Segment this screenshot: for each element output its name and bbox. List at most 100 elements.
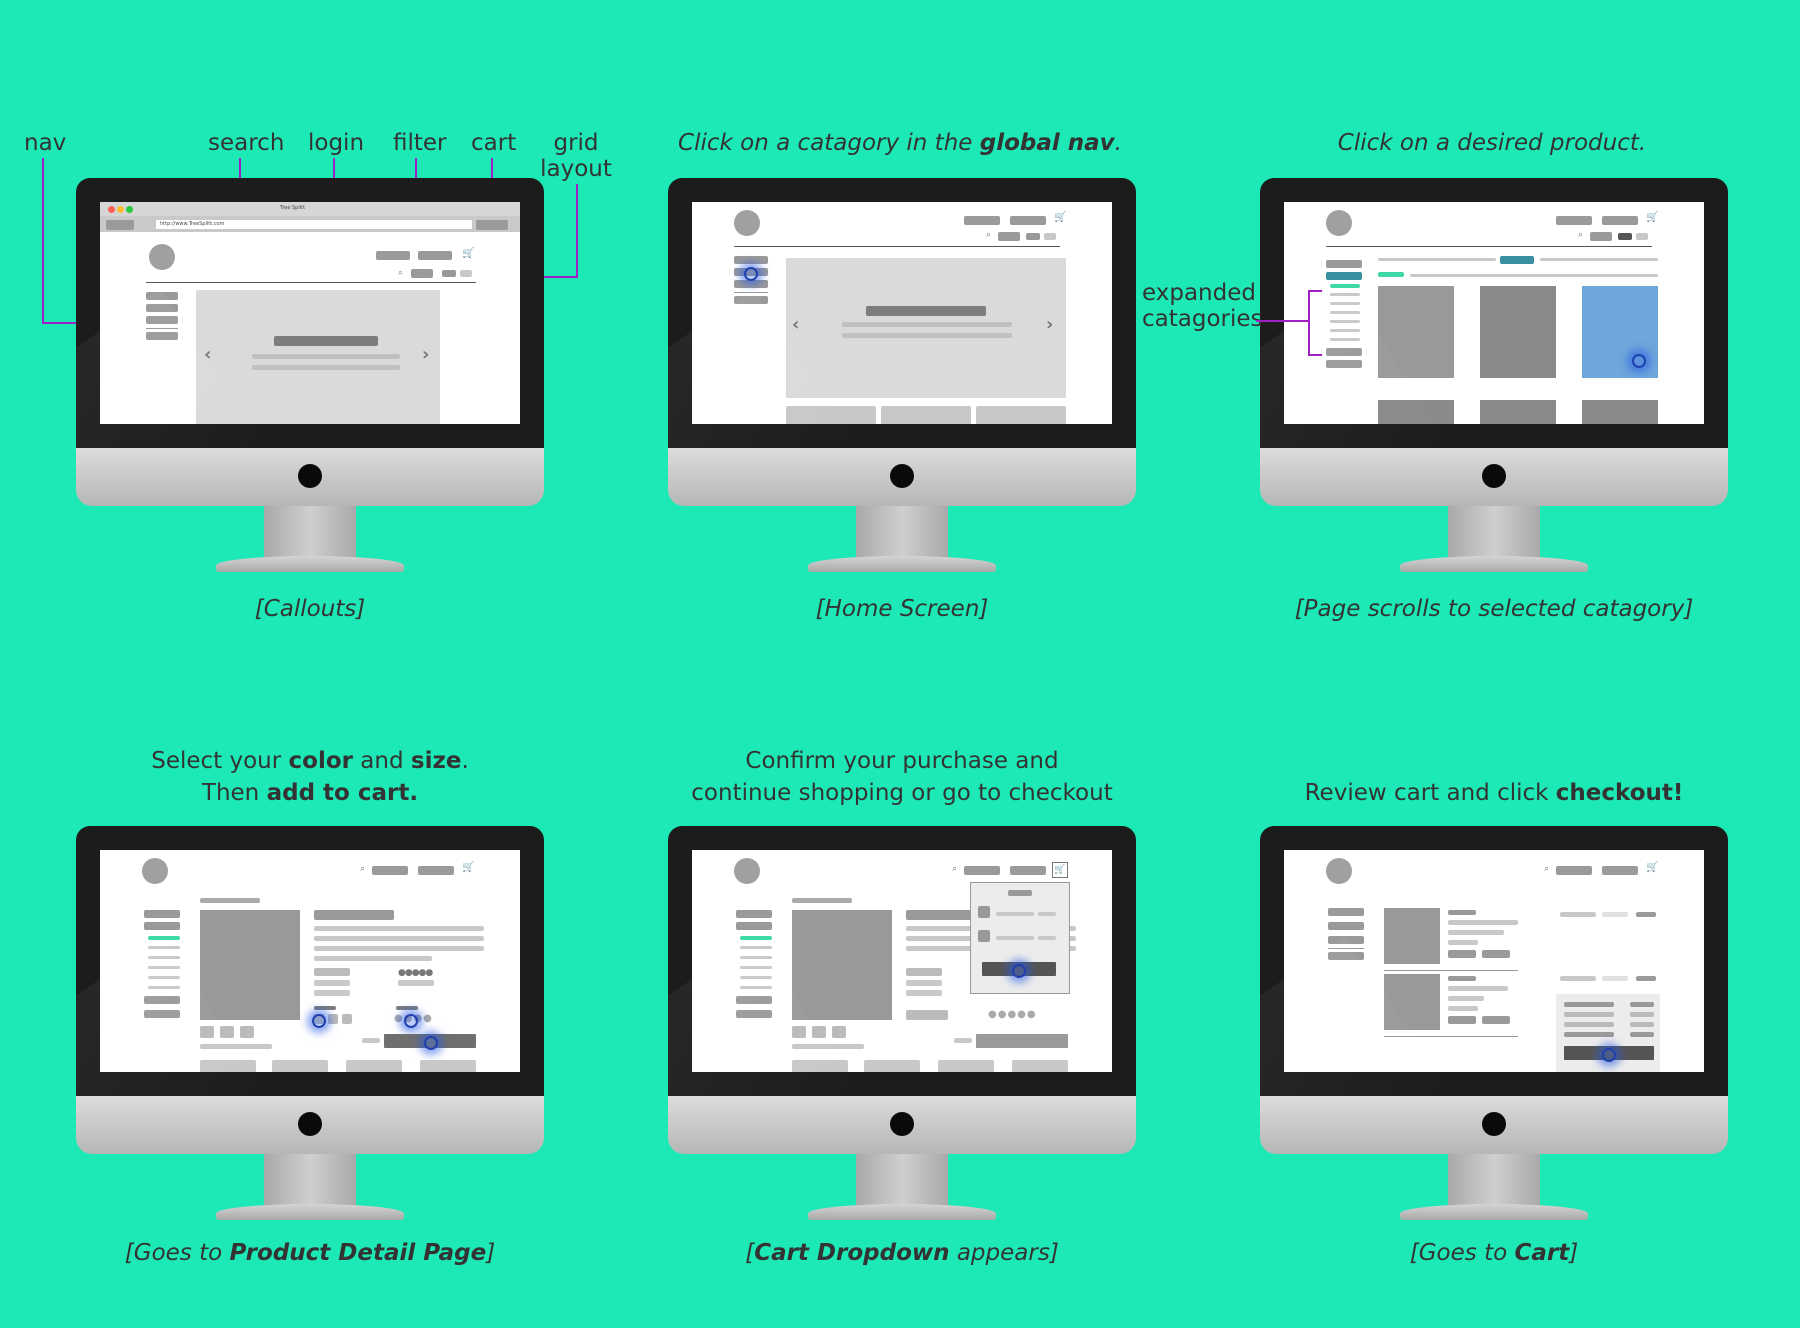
filter-button[interactable] xyxy=(1590,232,1612,241)
chevron-left-icon[interactable]: ‹ xyxy=(204,344,212,365)
search-icon[interactable]: ⌕ xyxy=(952,864,958,874)
related-tile[interactable] xyxy=(200,1060,256,1072)
login-button[interactable] xyxy=(964,216,1000,225)
product-card[interactable] xyxy=(1378,400,1454,424)
search-icon[interactable]: ⌕ xyxy=(398,268,404,278)
nav-subitem[interactable] xyxy=(148,956,180,959)
product-tile[interactable] xyxy=(786,406,876,424)
cart-icon[interactable]: 🛒 xyxy=(462,248,475,259)
nav-subitem[interactable] xyxy=(740,976,772,979)
related-tile[interactable] xyxy=(792,1060,848,1072)
nav-item[interactable] xyxy=(144,996,180,1004)
hero-carousel[interactable] xyxy=(786,258,1066,398)
nav-subitem[interactable] xyxy=(148,966,180,969)
related-tile[interactable] xyxy=(346,1060,402,1072)
color-swatch[interactable] xyxy=(328,1014,338,1024)
nav-item[interactable] xyxy=(736,910,772,918)
size-options[interactable]: ●●●●● xyxy=(988,1009,1037,1020)
product-thumbnail[interactable] xyxy=(220,1026,234,1038)
list-icon[interactable] xyxy=(1636,233,1648,240)
product-thumbnail[interactable] xyxy=(812,1026,826,1038)
related-tile[interactable] xyxy=(938,1060,994,1072)
login-button[interactable] xyxy=(372,866,408,875)
nav-subitem-active[interactable] xyxy=(740,936,772,940)
grid-icon[interactable] xyxy=(1026,233,1040,240)
nav-subitem[interactable] xyxy=(1330,329,1360,332)
product-thumbnail[interactable] xyxy=(832,1026,846,1038)
cart-item-edit-button[interactable] xyxy=(1448,1016,1476,1024)
chevron-right-icon[interactable]: › xyxy=(1046,314,1054,335)
nav-subitem[interactable] xyxy=(740,946,772,949)
nav-item-active[interactable] xyxy=(1326,272,1362,280)
product-card[interactable] xyxy=(1480,400,1556,424)
nav-item[interactable] xyxy=(146,292,178,300)
related-tile[interactable] xyxy=(864,1060,920,1072)
nav-item[interactable] xyxy=(146,316,178,324)
filter-button[interactable] xyxy=(411,269,433,278)
grid-icon[interactable] xyxy=(442,270,456,277)
nav-item[interactable] xyxy=(1326,360,1362,368)
nav-subitem-active[interactable] xyxy=(148,936,180,940)
browser-back-button[interactable] xyxy=(106,220,134,230)
signup-button[interactable] xyxy=(1010,216,1046,225)
cart-icon[interactable]: 🛒 xyxy=(1646,212,1659,223)
color-swatches[interactable] xyxy=(906,1010,948,1020)
cart-item-thumb[interactable] xyxy=(978,930,990,942)
nav-item[interactable] xyxy=(1328,922,1364,930)
add-to-cart-button[interactable] xyxy=(976,1034,1068,1048)
filter-button[interactable] xyxy=(998,232,1020,241)
nav-item[interactable] xyxy=(1328,936,1364,944)
search-icon[interactable]: ⌕ xyxy=(360,864,366,874)
signup-button[interactable] xyxy=(418,866,454,875)
signup-button[interactable] xyxy=(1602,216,1638,225)
product-card[interactable] xyxy=(1582,400,1658,424)
nav-subitem[interactable] xyxy=(1330,311,1360,314)
nav-item[interactable] xyxy=(1328,952,1364,960)
nav-subitem[interactable] xyxy=(740,956,772,959)
cart-item-image[interactable] xyxy=(1384,908,1440,964)
cart-item-remove-button[interactable] xyxy=(1482,950,1510,958)
breadcrumb[interactable] xyxy=(792,898,852,903)
browser-menu-button[interactable] xyxy=(476,220,508,230)
login-button[interactable] xyxy=(376,251,410,260)
login-button[interactable] xyxy=(1556,216,1592,225)
product-thumbnail[interactable] xyxy=(240,1026,254,1038)
nav-item[interactable] xyxy=(146,304,178,312)
nav-item[interactable] xyxy=(144,922,180,930)
product-card-selected[interactable] xyxy=(1582,286,1658,378)
cart-icon[interactable]: 🛒 xyxy=(1054,212,1067,223)
color-swatch[interactable] xyxy=(342,1014,352,1024)
login-button[interactable] xyxy=(964,866,1000,875)
signup-button[interactable] xyxy=(1010,866,1046,875)
product-thumbnail[interactable] xyxy=(200,1026,214,1038)
nav-subitem[interactable] xyxy=(740,986,772,989)
related-tile[interactable] xyxy=(1012,1060,1068,1072)
nav-item[interactable] xyxy=(1326,348,1362,356)
cart-icon[interactable]: 🛒 xyxy=(1646,862,1659,873)
nav-subitem[interactable] xyxy=(1330,320,1360,323)
nav-item[interactable] xyxy=(146,332,178,340)
nav-subitem[interactable] xyxy=(148,976,180,979)
nav-subitem[interactable] xyxy=(740,966,772,969)
related-tile[interactable] xyxy=(272,1060,328,1072)
cart-icon[interactable]: 🛒 xyxy=(462,862,475,873)
nav-subitem[interactable] xyxy=(1330,293,1360,296)
grid-icon[interactable] xyxy=(1618,233,1632,240)
nav-subitem[interactable] xyxy=(148,986,180,989)
signup-button[interactable] xyxy=(1602,866,1638,875)
nav-item[interactable] xyxy=(734,280,768,288)
search-icon[interactable]: ⌕ xyxy=(1544,864,1550,874)
nav-subitem[interactable] xyxy=(1330,302,1360,305)
category-active-chip[interactable] xyxy=(1500,256,1534,264)
product-thumbnail[interactable] xyxy=(792,1026,806,1038)
cart-item-edit-button[interactable] xyxy=(1448,950,1476,958)
nav-item[interactable] xyxy=(1326,260,1362,268)
nav-subitem[interactable] xyxy=(1330,338,1360,341)
nav-item[interactable] xyxy=(734,296,768,304)
quantity-field[interactable] xyxy=(954,1038,972,1043)
nav-item[interactable] xyxy=(736,1010,772,1018)
product-tile[interactable] xyxy=(976,406,1066,424)
browser-url-bar[interactable]: http://www.TreeSplitt.com xyxy=(156,220,472,229)
search-icon[interactable]: ⌕ xyxy=(986,230,992,240)
nav-item[interactable] xyxy=(736,996,772,1004)
